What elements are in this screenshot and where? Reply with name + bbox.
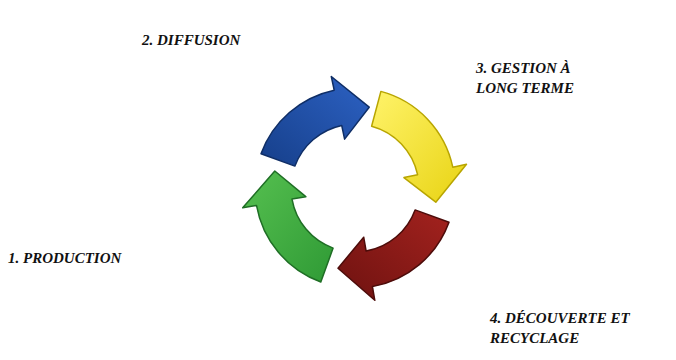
- red-cycle-arrow: [338, 210, 449, 300]
- green-cycle-arrow: [243, 171, 333, 282]
- step-label: 1. PRODUCTION: [8, 248, 121, 268]
- step-label: 3. GESTION À LONG TERME: [476, 58, 598, 98]
- step-label: 2. DIFFUSION: [142, 30, 240, 50]
- step-label: 4. DÉCOUVERTE ET RECYCLAGE: [490, 308, 632, 348]
- blue-cycle-arrow: [261, 77, 369, 167]
- yellow-cycle-arrow: [372, 91, 467, 202]
